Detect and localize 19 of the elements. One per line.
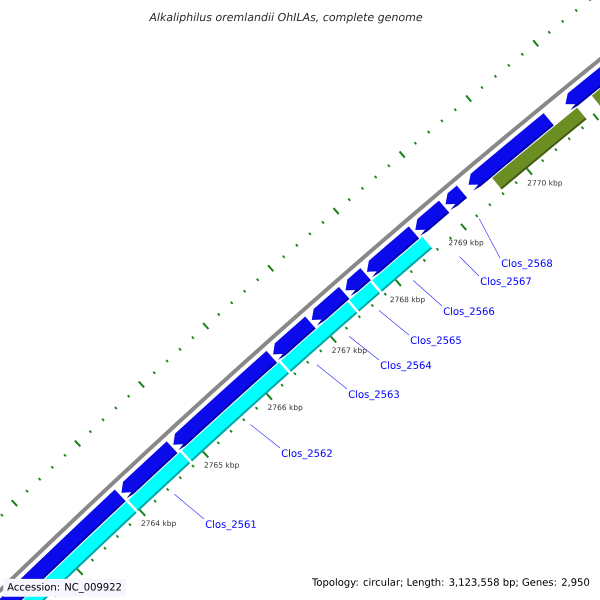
gene-label: Clos_2562	[282, 449, 332, 460]
gene-label: Clos_2568	[502, 259, 552, 270]
leader-line	[479, 218, 500, 258]
leader-line	[378, 310, 410, 336]
leader-line	[316, 364, 348, 390]
gene-label: Clos_2567	[480, 277, 531, 288]
genome-info: Topology: circular; Length: 3,123,558 bp; Genes: 2,950	[312, 578, 590, 588]
gene-label: Clos_2564	[380, 361, 432, 372]
gene-label: Clos_2561	[206, 520, 256, 530]
leader-line	[348, 336, 380, 360]
leader-line	[459, 256, 480, 276]
gene-label: Clos_2563	[348, 390, 399, 400]
info-panel: Accession: NC_009922	[3, 578, 126, 597]
gene-label: Clos_2565	[410, 336, 461, 346]
gene-label: Clos_2566	[444, 307, 494, 318]
title: Alkaliphilus oremlandii OhILAs, complete genome	[148, 12, 422, 24]
leader-line	[250, 424, 280, 448]
leader-line	[174, 494, 204, 520]
leader-line	[412, 280, 442, 306]
